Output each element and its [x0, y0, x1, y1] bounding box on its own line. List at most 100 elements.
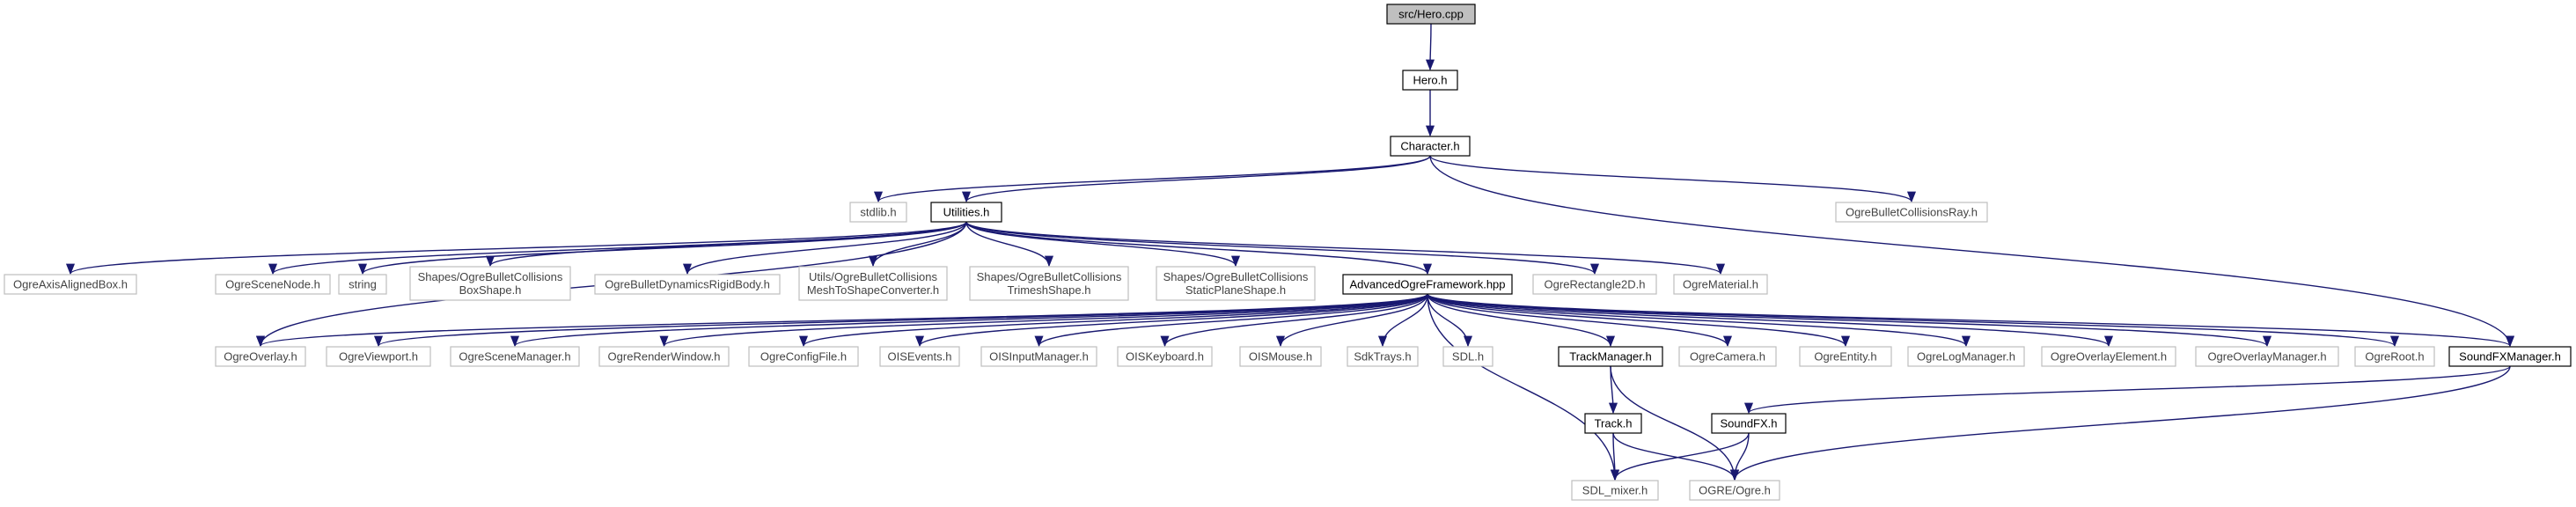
node-camera-h: OgreCamera.h — [1678, 346, 1777, 367]
node-logmgr-h: OgreLogManager.h — [1907, 346, 2025, 367]
edge-utilities_h-to-staticplane_h — [965, 221, 1240, 268]
edge-soundfxmgr_h-to-ogre_h — [1730, 365, 2511, 481]
node-label: SoundFX.h — [1720, 417, 1777, 430]
node-trackmgr-h[interactable]: TrackManager.h — [1558, 346, 1663, 367]
node-configfile-h: OgreConfigFile.h — [748, 346, 859, 367]
node-label: stdlib.h — [860, 206, 896, 219]
node-box — [849, 202, 907, 223]
edge-soundfxmgr_h-to-soundfx_h — [1744, 365, 2511, 415]
node-box — [1390, 136, 1471, 157]
node-box — [2195, 346, 2339, 367]
node-box — [2041, 346, 2176, 367]
edge-framework_hpp-to-oiskeyboard_h — [1160, 293, 1428, 348]
edge-framework_hpp-to-camera_h — [1427, 293, 1732, 348]
node-character-h[interactable]: Character.h — [1390, 136, 1471, 157]
node-box — [798, 266, 948, 301]
node-hero-h[interactable]: Hero.h — [1402, 70, 1458, 91]
node-stdlib-h: stdlib.h — [849, 202, 907, 223]
node-label: OgreRoot.h — [2365, 350, 2424, 364]
edge-framework_hpp-to-overlayelem_h — [1427, 293, 2113, 348]
node-oisevents-h: OISEvents.h — [879, 346, 960, 367]
node-label: SdkTrays.h — [1354, 350, 1411, 364]
node-label: OgreRectangle2D.h — [1545, 278, 1646, 291]
node-sdlmixer-h: SDL_mixer.h — [1571, 480, 1659, 501]
node-box — [879, 346, 960, 367]
edge-framework_hpp-to-renderwin_h — [659, 293, 1428, 348]
node-track-h[interactable]: Track.h — [1584, 413, 1642, 434]
node-label: OGRE/Ogre.h — [1699, 484, 1771, 497]
node-box — [1558, 346, 1663, 367]
node-root-h: OgreRoot.h — [2354, 346, 2435, 367]
node-oismouse-h: OISMouse.h — [1239, 346, 1322, 367]
node-viewport-h: OgreViewport.h — [326, 346, 431, 367]
node-label: OgreEntity.h — [1814, 350, 1876, 364]
edge-layer — [66, 23, 2514, 481]
node-label: SDL.h — [1452, 350, 1484, 364]
node-renderwin-h: OgreRenderWindow.h — [598, 346, 730, 367]
edge-framework_hpp-to-root_h — [1427, 293, 2399, 348]
edge-utilities_h-to-aabox_h — [66, 221, 967, 276]
node-overlayelem-h: OgreOverlayElement.h — [2041, 346, 2176, 367]
edge-track_h-to-ogre_h — [1612, 432, 1739, 481]
node-box — [1673, 274, 1768, 295]
node-soundfxmgr-h[interactable]: SoundFXManager.h — [2448, 346, 2572, 367]
node-scenenode-h: OgreSceneNode.h — [215, 274, 331, 295]
node-overlay-h: OgreOverlay.h — [215, 346, 306, 367]
node-label: OgreRenderWindow.h — [608, 350, 721, 364]
node-box — [450, 346, 580, 367]
node-label: OISKeyboard.h — [1126, 350, 1204, 364]
edge-utilities_h-to-framework_hpp — [965, 221, 1432, 276]
node-box — [326, 346, 431, 367]
node-material-h: OgreMaterial.h — [1673, 274, 1768, 295]
node-utilities-h[interactable]: Utilities.h — [930, 202, 1002, 223]
node-label: TrackManager.h — [1569, 350, 1651, 364]
edge-hero_cpp-to-hero_h — [1425, 23, 1435, 71]
node-hero-cpp[interactable]: src/Hero.cpp — [1386, 4, 1476, 25]
node-box — [1156, 266, 1316, 301]
edge-utilities_h-to-rigidbody_h — [683, 221, 967, 276]
node-box — [1835, 202, 1988, 223]
edge-soundfx_h-to-sdlmixer_h — [1611, 432, 1750, 481]
node-box — [1907, 346, 2025, 367]
node-box — [1584, 413, 1642, 434]
edge-utilities_h-to-rect2d_h — [965, 221, 1599, 276]
edge-framework_hpp-to-overlay_h — [256, 293, 1428, 348]
node-label: OgreBulletDynamicsRigidBody.h — [605, 278, 770, 291]
node-sdktrays-h: SdkTrays.h — [1347, 346, 1419, 367]
edge-utilities_h-to-scenenode_h — [268, 221, 967, 276]
edge-character_h-to-soundfxmgr_h — [1429, 155, 2514, 348]
node-sdl-h: SDL.h — [1442, 346, 1493, 367]
node-label: OgreSceneManager.h — [459, 350, 570, 364]
edge-utilities_h-to-trimesh_h — [965, 221, 1053, 268]
node-framework-hpp[interactable]: AdvancedOgreFramework.hpp — [1342, 274, 1513, 295]
node-scenemgr-h: OgreSceneManager.h — [450, 346, 580, 367]
node-box — [930, 202, 1002, 223]
node-label: src/Hero.cpp — [1398, 8, 1464, 21]
node-oisinput-h: OISInputManager.h — [980, 346, 1097, 367]
node-soundfx-h[interactable]: SoundFX.h — [1711, 413, 1787, 434]
node-box — [215, 346, 306, 367]
edge-utilities_h-to-material_h — [965, 221, 1725, 276]
node-label: OgreAxisAlignedBox.h — [13, 278, 128, 291]
node-box — [1386, 4, 1476, 25]
node-box — [1342, 274, 1513, 295]
node-box — [980, 346, 1097, 367]
node-label: OgreCamera.h — [1690, 350, 1765, 364]
edge-framework_hpp-to-entity_h — [1427, 293, 1850, 348]
node-box — [409, 266, 571, 301]
node-box — [1239, 346, 1322, 367]
edge-framework_hpp-to-oismouse_h — [1276, 293, 1428, 348]
edge-character_h-to-utilities_h — [962, 155, 1431, 203]
node-ray-h: OgreBulletCollisionsRay.h — [1835, 202, 1988, 223]
node-label: Hero.h — [1413, 74, 1447, 87]
edge-framework_hpp-to-scenemgr_h — [510, 293, 1428, 348]
